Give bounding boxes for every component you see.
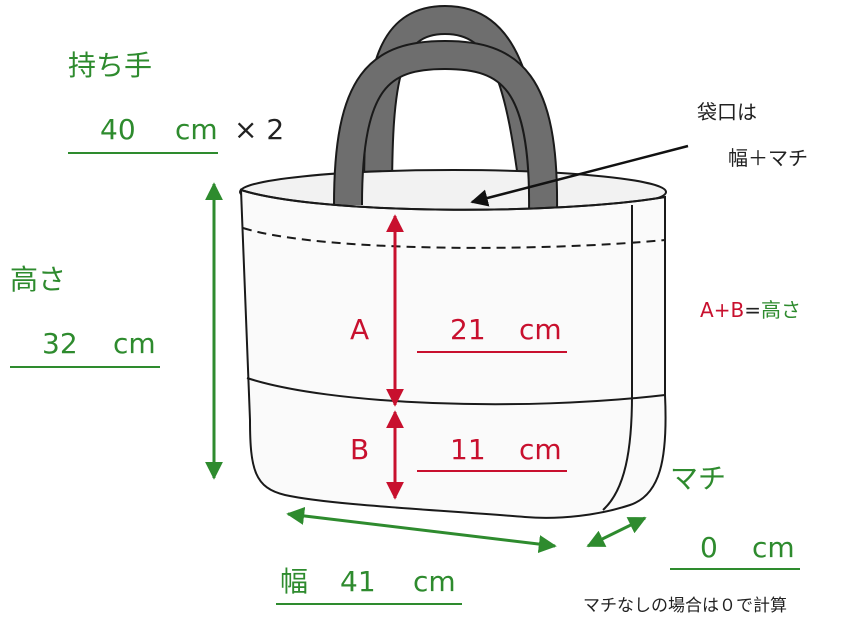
handle-underline [68, 152, 218, 154]
height-value: 32 [42, 327, 78, 360]
handle-title: 持ち手 [68, 49, 153, 82]
gusset-arrow [586, 516, 647, 548]
handle-unit: cm [175, 113, 218, 146]
width-underline [276, 603, 462, 605]
width-value: 41 [340, 565, 376, 598]
part-a-value: 21 [450, 313, 486, 346]
opening-pointer-arrow [470, 144, 689, 207]
stitch-line [242, 227, 666, 249]
width-arrow [286, 506, 557, 554]
gusset-value: 0 [700, 531, 718, 564]
height-title: 高さ [10, 263, 67, 296]
part-b-label: B [350, 433, 370, 466]
height-unit: cm [113, 327, 156, 360]
handle-multiplier: × 2 [234, 113, 285, 146]
formula-a: A [700, 298, 714, 322]
formula-b: B [730, 298, 745, 322]
gusset-underline [670, 568, 800, 570]
gusset-title: マチ [670, 462, 727, 495]
height-underline [10, 366, 160, 368]
formula: A+B=高さ [700, 300, 801, 320]
part-b-value: 11 [450, 433, 486, 466]
part-a-underline [417, 351, 567, 353]
opening-note-line2: 幅＋マチ [728, 146, 808, 170]
footnote: マチなしの場合は０で計算 [583, 596, 787, 616]
formula-equals: = [744, 298, 761, 322]
width-title: 幅 [280, 565, 309, 598]
gusset-unit: cm [752, 531, 795, 564]
width-unit: cm [413, 565, 456, 598]
side-seam [602, 205, 633, 511]
part-a-label: A [350, 313, 370, 346]
handle-value: 40 [100, 113, 136, 146]
panel-boundary [246, 377, 666, 406]
part-b-unit: cm [519, 433, 562, 466]
formula-result: 高さ [760, 298, 801, 322]
part-a-unit: cm [519, 313, 562, 346]
part-b-underline [417, 470, 567, 472]
formula-plus: + [713, 298, 731, 322]
opening-note-line1: 袋口は [697, 100, 757, 124]
